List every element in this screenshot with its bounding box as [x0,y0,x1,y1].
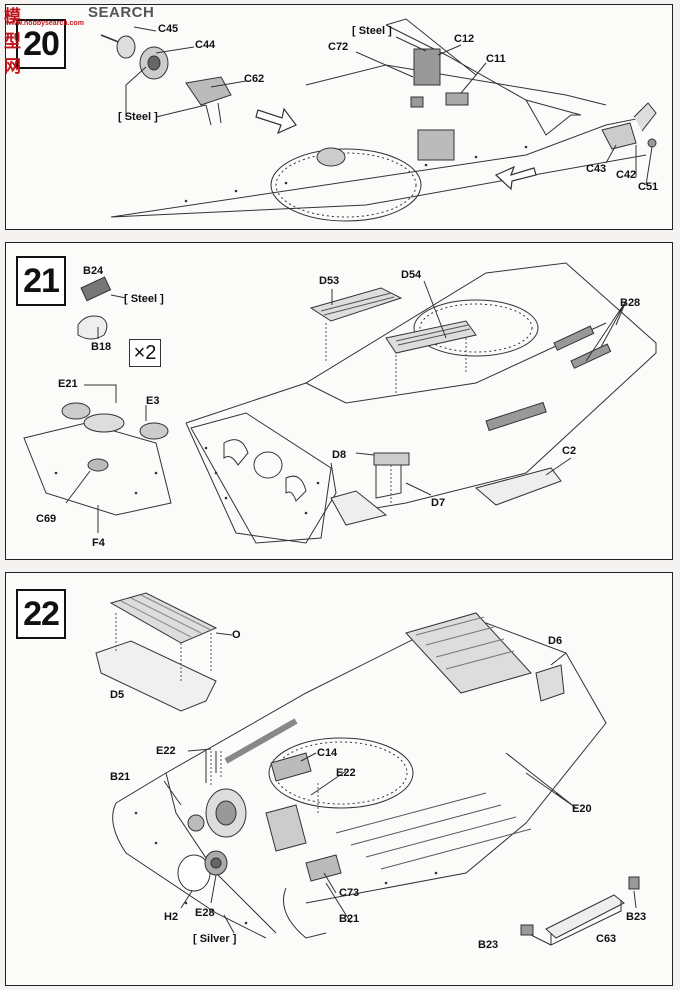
part-label-b23: B23 [478,939,499,951]
part-label-c51: C51 [638,181,659,193]
material-label-steel: [ Steel ] [352,25,392,37]
watermark-search-text: SEARCH [88,4,155,21]
step-number: 21 [16,256,66,306]
part-label-c62: C62 [244,73,265,85]
part-label-b23: B23 [626,911,647,923]
part-label-b21: B21 [339,913,360,925]
part-label-b24: B24 [83,265,104,277]
part-label-c14: C14 [317,747,338,759]
step-21-drawing [23,262,657,544]
part-label-b18: B18 [91,341,112,353]
part-label-c11: C11 [486,53,506,65]
step-22-panel: 22 [5,572,673,986]
step-number: 20 [16,19,66,69]
step-21-panel: 21 [5,242,673,560]
part-label-c44: C44 [195,39,216,51]
part-label-d54: D54 [401,269,422,281]
part-label-d8: D8 [332,449,347,461]
part-label-c63: C63 [596,933,617,945]
material-label-steel: [ Steel ] [118,111,158,123]
part-label-e3: E3 [146,395,160,407]
part-label-d7: D7 [431,497,446,509]
part-label-c72: C72 [328,41,349,53]
part-label-c2: C2 [562,445,577,457]
part-label-o: O [232,629,241,641]
part-label-d5: D5 [110,689,125,701]
part-label-b28: B28 [620,297,641,309]
part-label-f4: F4 [92,537,105,549]
part-label-d53: D53 [319,275,340,287]
part-label-e22: E22 [336,767,356,779]
material-label-steel: [ Steel ] [124,293,164,305]
watermark-url: www.hobbysearch.com [6,20,84,27]
step-22-drawing [95,592,640,946]
watermark-cn-text: 模型网 [4,7,22,76]
part-label-c69: C69 [36,513,57,525]
material-label-silver: [ Silver ] [193,933,237,945]
part-label-e21: E21 [58,378,78,390]
part-label-c43: C43 [586,163,607,175]
part-label-c45: C45 [158,23,179,35]
part-label-c42: C42 [616,169,637,181]
step-number: 22 [16,589,66,639]
part-label-c73: C73 [339,887,360,899]
step-20-panel: 20 [5,4,673,230]
part-label-e28: E28 [195,907,215,919]
part-label-b21: B21 [110,771,131,783]
part-label-e20: E20 [572,803,592,815]
part-label-h2: H2 [164,911,179,923]
part-label-d6: D6 [548,635,563,647]
quantity-multiplier: ×2 [129,339,161,367]
part-label-c12: C12 [454,33,475,45]
step-20-drawing [100,18,657,222]
part-label-e22: E22 [156,745,176,757]
